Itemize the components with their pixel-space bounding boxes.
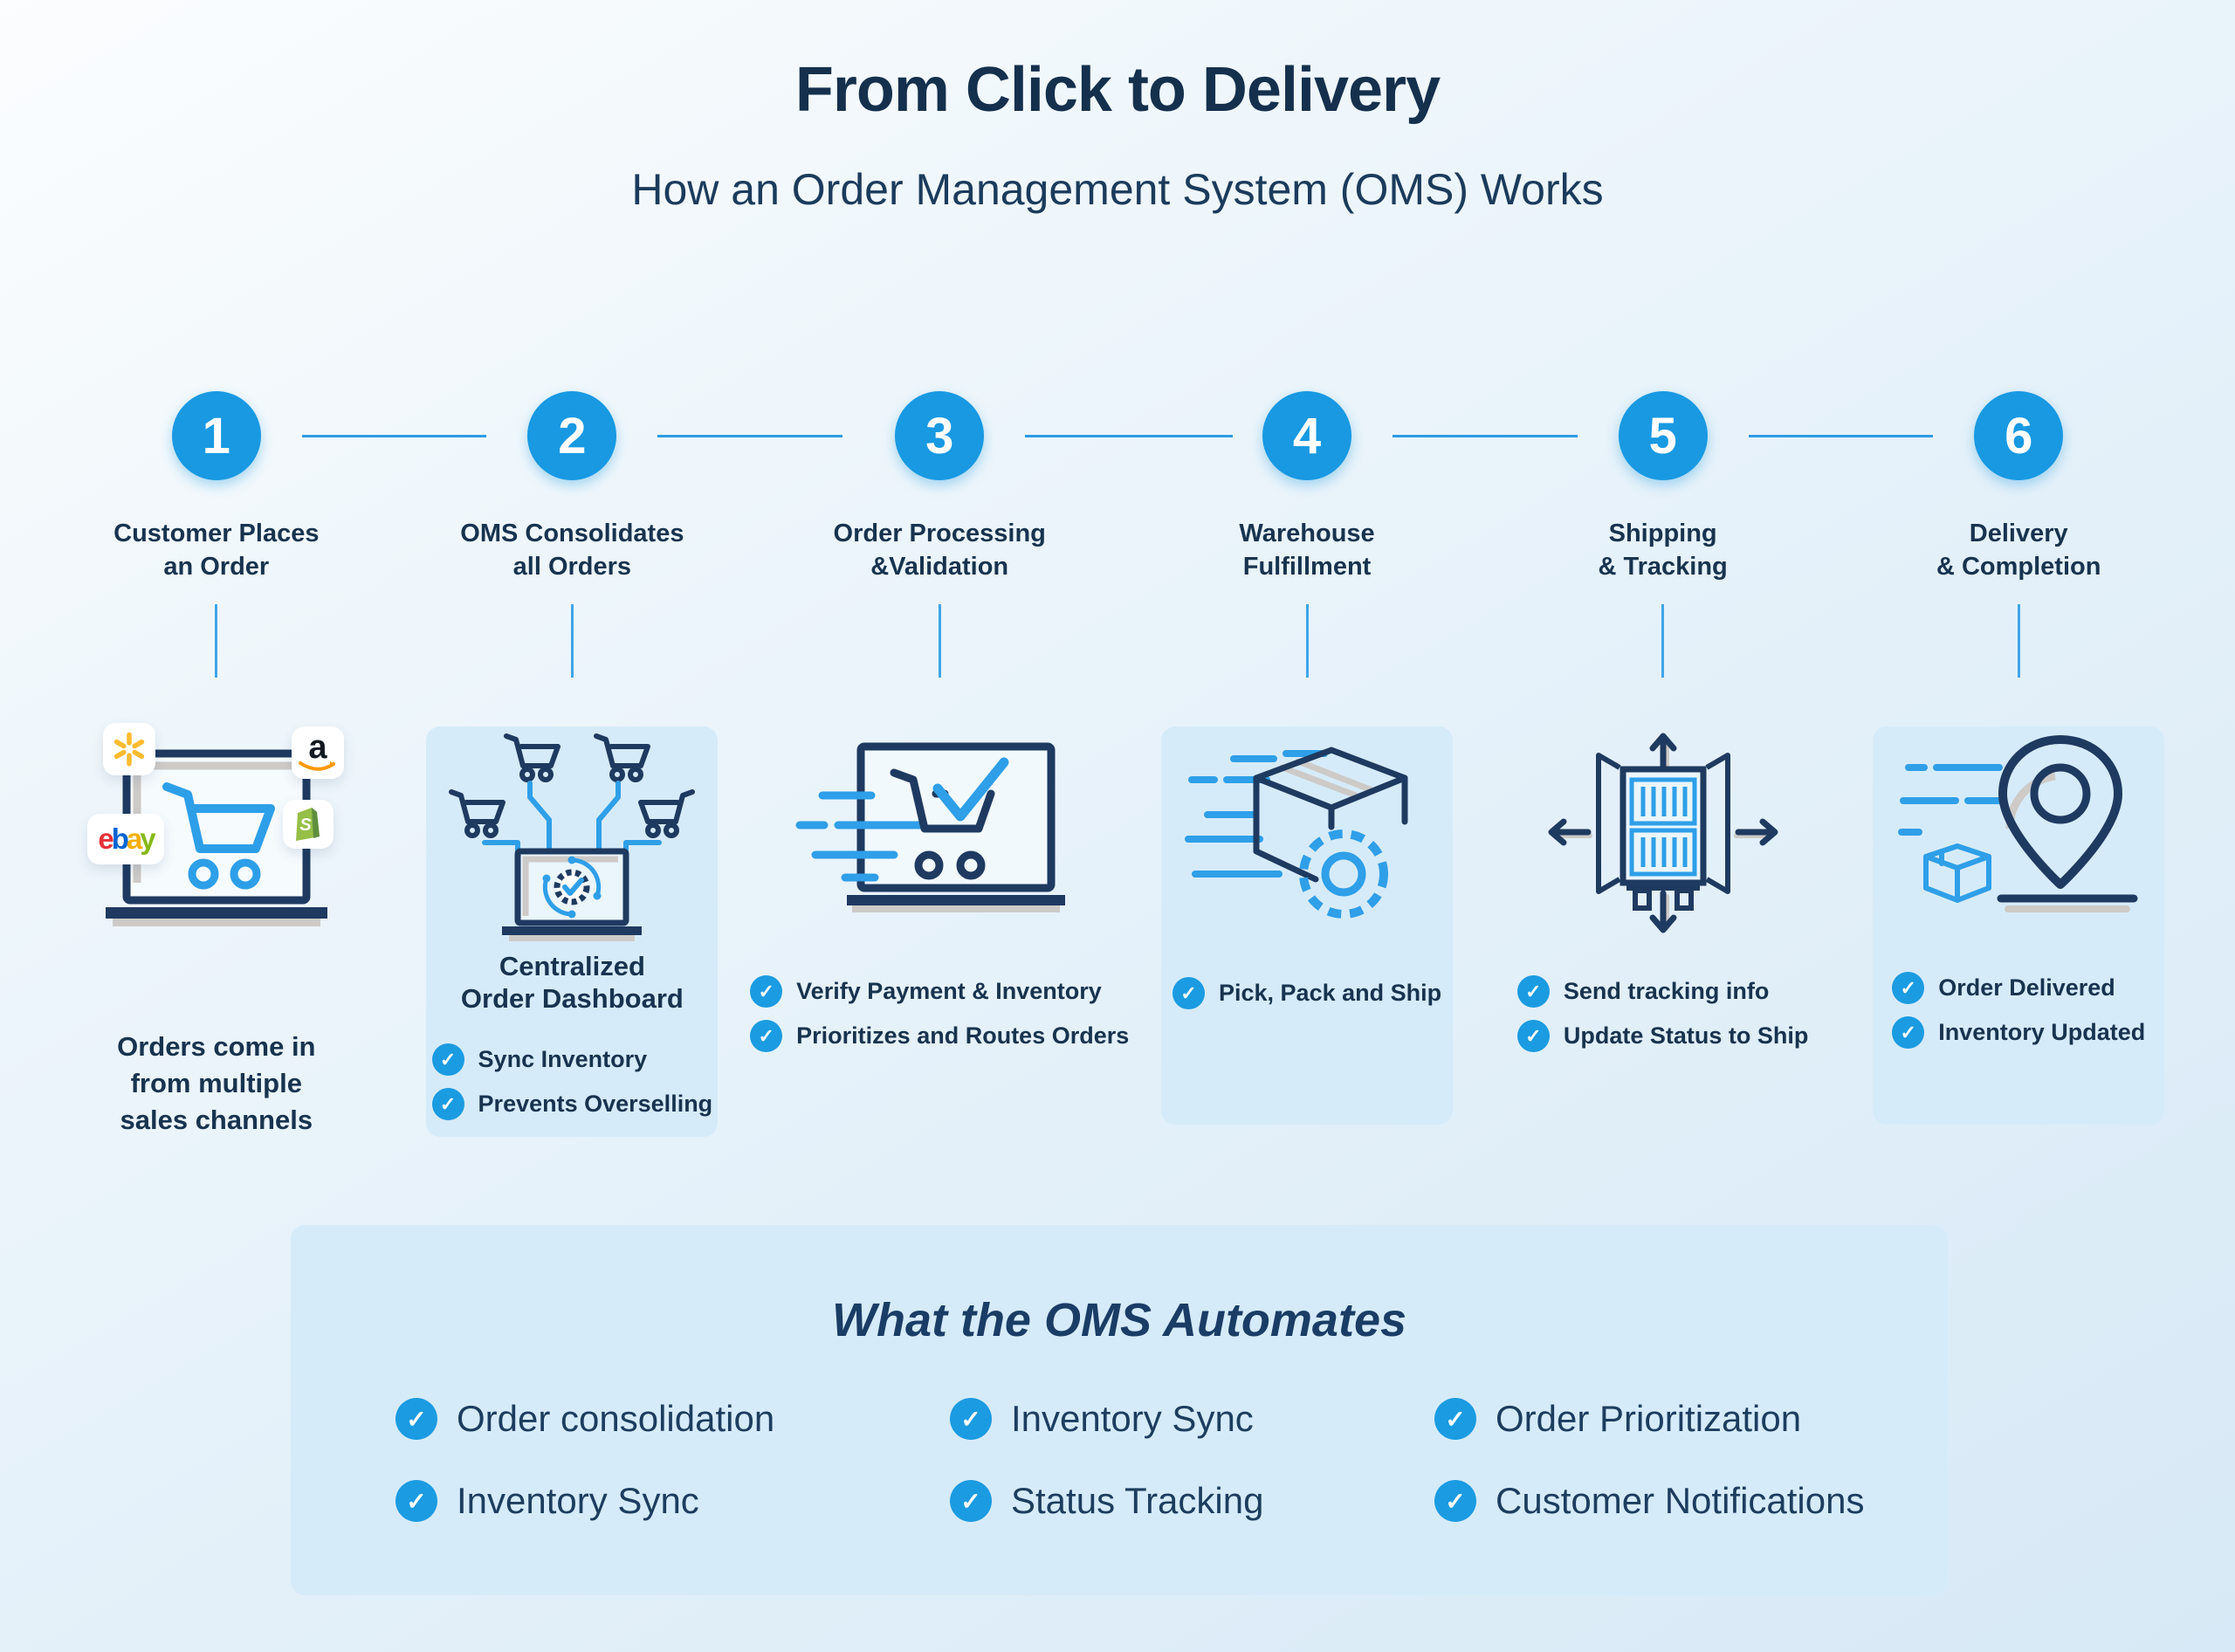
check-icon	[431, 1043, 464, 1076]
step-5-label: Shipping & Tracking	[1598, 520, 1728, 581]
automates-item: Customer Notifications	[1434, 1480, 1948, 1522]
step-4-number-badge: 4	[1262, 391, 1352, 480]
step-2: 2 OMS Consolidates all Orders	[395, 391, 842, 1139]
check-icon	[395, 1480, 437, 1522]
check-icon	[750, 975, 783, 1008]
step-3: 3 Order Processing &Validation	[750, 391, 1234, 1139]
step-3-bullets: Verify Payment & Inventory Prioritizes a…	[750, 969, 1129, 1058]
step-2-number: 2	[558, 407, 587, 465]
amazon-smile-icon	[299, 761, 335, 771]
automates-item: Order Prioritization	[1434, 1398, 1948, 1440]
automates-title: What the OMS Automates	[831, 1294, 1407, 1346]
automates-item: Inventory Sync	[395, 1480, 950, 1522]
check-icon	[1892, 1016, 1925, 1049]
check-icon	[395, 1398, 437, 1440]
step-6-illustration	[1840, 723, 2197, 950]
step-2-label: OMS Consolidates all Orders	[460, 520, 684, 581]
walmart-spark-icon	[113, 732, 145, 767]
svg-text:S: S	[299, 816, 312, 835]
step-2-number-badge: 2	[527, 391, 617, 480]
step-5-number: 5	[1648, 407, 1677, 465]
check-icon	[750, 1020, 783, 1052]
amazon-letter: a	[308, 729, 327, 766]
bullet: Order Delivered	[1892, 972, 2115, 1004]
pick-pack-ship-icon	[1185, 747, 1408, 919]
step-5-bullets: Send tracking info Update Status to Ship	[1516, 969, 1808, 1058]
bullet: Prioritizes and Routes Orders	[750, 1020, 1129, 1052]
step-2-illustration	[395, 723, 751, 950]
automates-grid: Order consolidation Inventory Sync Order…	[395, 1398, 1948, 1522]
bullet: Verify Payment & Inventory	[750, 975, 1102, 1008]
check-icon	[950, 1480, 992, 1522]
order-validation-icon	[795, 742, 1066, 912]
step-1-number: 1	[202, 407, 230, 465]
bullet: Update Status to Ship	[1516, 1020, 1808, 1052]
step-5-illustration	[1485, 723, 1841, 950]
step-1-number-badge: 1	[171, 391, 261, 480]
step-1-vertical-connector	[215, 604, 218, 678]
check-icon	[1173, 977, 1205, 1009]
step-4-label: Warehouse Fulfillment	[1239, 520, 1375, 581]
carts-to-dashboard-icon	[449, 733, 696, 941]
bullet: Pick, Pack and Ship	[1173, 977, 1441, 1009]
step-4-bullets: Pick, Pack and Ship	[1173, 971, 1441, 1015]
step-6-number: 6	[2005, 407, 2033, 465]
step-5: 5 Shipping & Tracking	[1485, 391, 1933, 1139]
check-icon	[431, 1088, 464, 1120]
bullet: Send tracking info	[1516, 975, 1769, 1008]
step-1: 1 Customer Places an Order	[38, 391, 486, 1139]
check-icon	[1434, 1398, 1476, 1440]
page-subtitle: How an Order Management System (OMS) Wor…	[631, 165, 1604, 214]
step-6-number-badge: 6	[1974, 391, 2064, 480]
step-3-label: Order Processing &Validation	[833, 520, 1046, 581]
bullet: Sync Inventory	[431, 1043, 647, 1076]
delivery-pin-icon	[1898, 734, 2138, 912]
step-4: 4 Warehouse Fulfillment	[1129, 391, 1578, 1139]
check-icon	[1434, 1480, 1476, 1522]
step-6-label: Delivery & Completion	[1936, 520, 2101, 581]
step-4-number: 4	[1292, 407, 1322, 465]
check-icon	[1516, 975, 1550, 1008]
step-3-number-badge: 3	[895, 391, 985, 480]
automates-item: Status Tracking	[950, 1480, 1434, 1522]
ebay-wordmark: ebay	[98, 823, 155, 855]
step-1-label: Customer Places an Order	[113, 520, 320, 581]
step-6-vertical-connector	[2017, 604, 2020, 678]
steps-row: 1 Customer Places an Order	[38, 391, 2197, 1139]
step-1-caption: Orders come in from multiple sales chann…	[117, 1031, 316, 1135]
step-3-vertical-connector	[938, 604, 941, 678]
check-icon	[950, 1398, 992, 1440]
step-5-number-badge: 5	[1618, 391, 1708, 480]
shipping-container-icon	[1548, 733, 1778, 933]
step-3-number: 3	[925, 407, 954, 465]
oms-automates-panel: What the OMS Automates Order consolidati…	[291, 1225, 1948, 1595]
step-5-vertical-connector	[1661, 604, 1665, 678]
step-2-bullets: Sync Inventory Prevents Overselling	[431, 1037, 712, 1126]
step-1-illustration: a ebay S	[38, 723, 395, 950]
amazon-logo: a	[292, 726, 344, 779]
step-4-vertical-connector	[1305, 604, 1309, 678]
step-2-vertical-connector	[570, 604, 574, 678]
step-2-card-title: Centralized Order Dashboard	[460, 951, 684, 1014]
check-icon	[1892, 972, 1925, 1004]
step-6: 6 Delivery & Completion	[1840, 391, 2197, 1139]
step-3-illustration	[750, 723, 1129, 950]
check-icon	[1516, 1020, 1550, 1052]
page-title: From Click to Delivery	[794, 55, 1441, 125]
ebay-logo: ebay	[87, 814, 164, 864]
walmart-logo	[103, 723, 155, 775]
step-4-illustration	[1129, 723, 1485, 950]
shopify-logo: S	[283, 800, 334, 849]
bullet: Inventory Updated	[1892, 1016, 2145, 1049]
shopify-bag-icon: S	[296, 808, 320, 841]
bullet: Prevents Overselling	[431, 1088, 712, 1120]
step-6-bullets: Order Delivered Inventory Updated	[1892, 966, 2145, 1055]
automates-item: Order consolidation	[395, 1398, 950, 1440]
automates-item: Inventory Sync	[950, 1398, 1434, 1440]
